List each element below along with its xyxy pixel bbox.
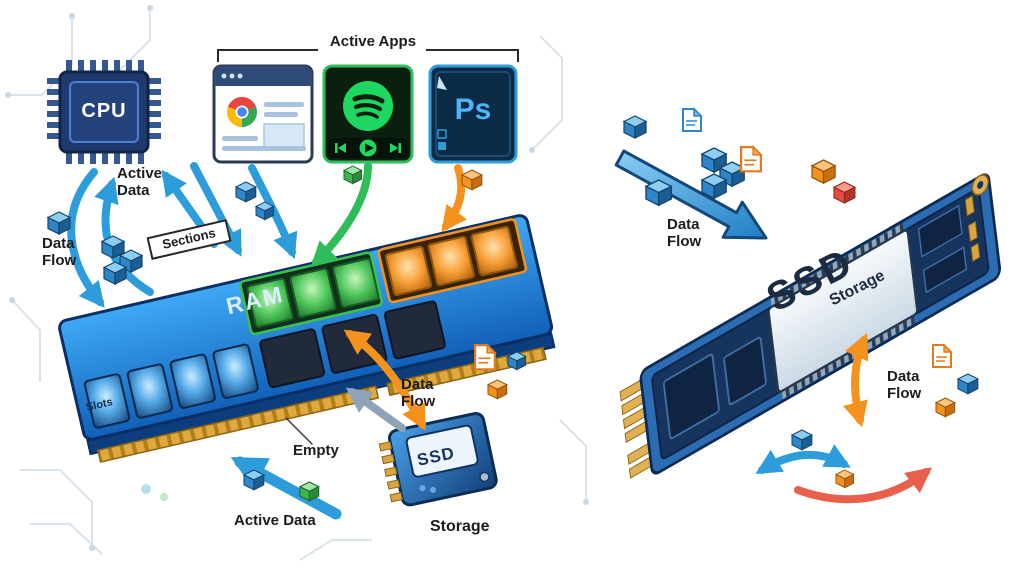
player-controls: [335, 139, 401, 157]
data-cube-icon: [833, 181, 856, 204]
data-flow-mid-label: Data Flow: [401, 376, 436, 410]
right-panel-arrows: [755, 333, 933, 504]
document-icon: [932, 344, 952, 368]
play-icon: [365, 143, 374, 153]
ssd-chip: [917, 204, 963, 258]
active-data-bottom-label: Active Data: [234, 512, 316, 529]
active-apps-bracket: [217, 49, 519, 62]
empty-pointer-line: [285, 417, 313, 445]
arrow-ssd-exchange-blue: [755, 444, 851, 474]
data-cube-icon: [645, 179, 672, 206]
circuit-traces: [5, 5, 589, 561]
ssd-small-screw: [479, 471, 490, 483]
photoshop-label: Ps: [454, 93, 492, 126]
data-flow-left-label: Data Flow: [42, 235, 77, 269]
data-flow-right-top-label: Data Flow: [667, 216, 702, 250]
storage-small-label: Storage: [430, 518, 490, 535]
data-cube-icon: [299, 481, 320, 502]
data-cube-icon: [957, 373, 979, 395]
document-icon: [739, 146, 763, 173]
arrow-ssd-red: [794, 467, 933, 504]
chrome-logo-icon: [227, 97, 257, 127]
arrow-photoshop-to-ram: [441, 164, 467, 233]
data-cube-icon: [487, 379, 508, 400]
document-icon: [474, 344, 496, 371]
ssd-drive-small: [378, 412, 498, 507]
data-cube-icon: [811, 159, 836, 184]
arrow-ram-ssd-exchange: [343, 329, 426, 431]
spotify-player-icon: [322, 64, 414, 164]
active-data-top-label: Active Data: [117, 165, 163, 199]
ssd-capacitors: [964, 195, 981, 262]
ssd-small-pins: [378, 441, 403, 503]
data-cube-icon: [461, 169, 483, 191]
arrow-dataflow-down: [67, 168, 105, 308]
data-cube-icon: [235, 181, 257, 203]
data-cube-icon: [47, 211, 71, 235]
data-cube-icon: [791, 429, 813, 451]
chrome-browser-icon: [212, 64, 314, 164]
ram-section-green: [239, 251, 383, 336]
document-icon: [682, 108, 702, 132]
cpu-label: CPU: [81, 100, 127, 122]
right-panel-data-cubes-top: [623, 108, 856, 206]
arrow-spotify-to-ram: [310, 162, 372, 268]
ssd-chip: [662, 353, 720, 440]
big-data-flow-arrow: [614, 149, 768, 240]
ssd-chip: [723, 336, 767, 406]
photoshop-app-icon: [428, 64, 518, 164]
active-apps-label: Active Apps: [329, 33, 417, 50]
ssd-large-connector-fingers: [619, 379, 652, 479]
data-cube-icon: [623, 115, 647, 139]
ram-section-orange: [377, 218, 528, 304]
data-cube-icon: [701, 173, 727, 199]
data-cube-icon: [255, 201, 275, 221]
data-cube-icon: [243, 469, 265, 491]
ram-active-chips-blue: [83, 343, 259, 429]
arrow-ssd-exchange-orange: [843, 333, 869, 428]
data-cube-icon: [835, 469, 855, 489]
ssd-drive-large: [619, 173, 1002, 479]
data-cube-icon: [507, 351, 527, 371]
empty-label: Empty: [293, 442, 339, 459]
ssd-small-label-plate: [405, 424, 479, 478]
ssd-chip: [922, 246, 968, 294]
cpu-chip: [47, 60, 161, 164]
data-flow-right-bottom-label: Data Flow: [887, 368, 922, 402]
data-cube-icon: [343, 165, 363, 185]
data-cube-icon: [103, 261, 127, 285]
pen-tool-icon: [437, 76, 447, 90]
